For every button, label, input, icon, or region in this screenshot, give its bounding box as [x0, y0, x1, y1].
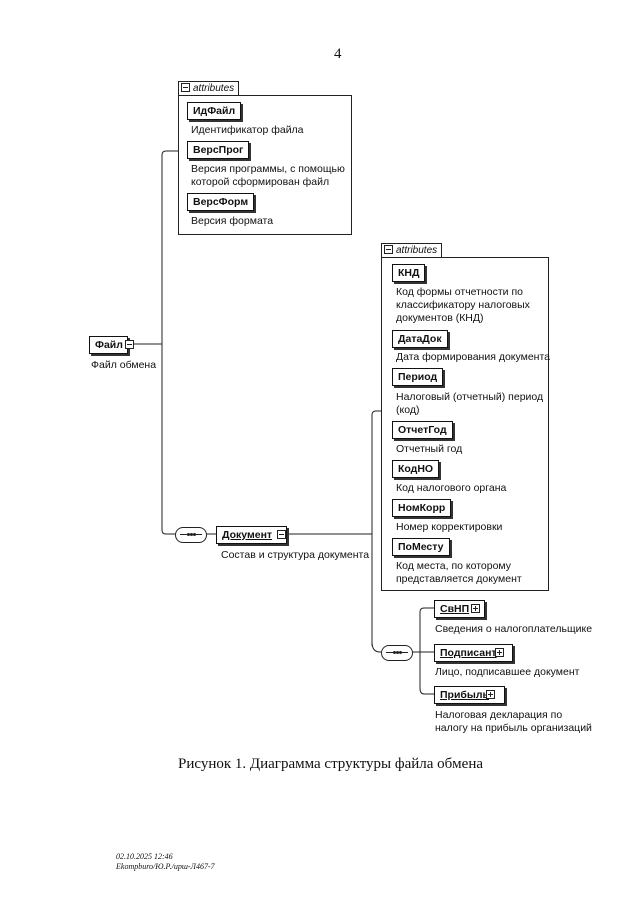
element-otchetgod[interactable]: ОтчетГод: [392, 421, 453, 439]
element-svnp-desc: Сведения о налогоплательщике: [435, 623, 593, 635]
footer-stamp: 02.10.2025 12:46 Ekompburo/Ю.Р./ирш-Л467…: [116, 852, 215, 872]
document-attributes-tab[interactable]: attributes: [381, 243, 443, 258]
element-pomestu[interactable]: ПоМесту: [392, 538, 450, 556]
root-element-desc: Файл обмена: [91, 359, 157, 371]
expand-icon[interactable]: [486, 690, 495, 699]
element-kodno-desc: Код налогового органа: [396, 482, 507, 494]
element-datadok-desc: Дата формирования документа: [396, 351, 551, 363]
file-attributes-box: [178, 95, 352, 235]
element-podpisant-desc: Лицо, подписавшее документ: [435, 666, 580, 678]
element-svnp-label: СвНП: [440, 603, 470, 615]
element-versprog-desc: Версия программы, с помощью которой сфор…: [191, 163, 345, 188]
element-podpisant-label: Подписант: [440, 647, 497, 659]
element-idfile-desc: Идентификатор файла: [191, 124, 304, 136]
file-attributes-tab[interactable]: attributes: [178, 81, 240, 96]
root-element-file[interactable]: Файл: [89, 336, 128, 354]
element-pomestu-desc: Код места, по которому представляется до…: [396, 560, 522, 585]
element-nomkorr-desc: Номер корректировки: [396, 521, 503, 533]
expand-icon[interactable]: [495, 648, 504, 657]
figure-caption: Рисунок 1. Диаграмма структуры файла обм…: [178, 756, 484, 772]
collapse-icon[interactable]: [181, 82, 190, 92]
sequence-compositor-icon[interactable]: [175, 527, 207, 543]
element-datadok[interactable]: ДатаДок: [392, 330, 448, 348]
sequence-compositor-icon[interactable]: [381, 645, 413, 661]
element-versprog[interactable]: ВерсПрог: [187, 141, 250, 159]
element-versform-desc: Версия формата: [191, 215, 274, 227]
collapse-icon[interactable]: [277, 530, 286, 539]
element-pribyl-desc: Налоговая декларация по налогу на прибыл…: [435, 709, 592, 734]
element-period-desc: Налоговый (отчетный) период (код): [396, 391, 544, 416]
element-otchetgod-desc: Отчетный год: [396, 443, 463, 455]
collapse-icon[interactable]: [125, 340, 134, 349]
root-element-label: Файл: [95, 339, 123, 351]
page-number: 4: [334, 46, 342, 62]
element-nomkorr[interactable]: НомКорр: [392, 499, 452, 517]
element-document-desc: Состав и структура документа: [221, 549, 370, 561]
footer-line-1: 02.10.2025 12:46: [116, 852, 173, 861]
element-versform[interactable]: ВерсФорм: [187, 193, 255, 211]
collapse-icon[interactable]: [384, 244, 393, 254]
element-knd-desc: Код формы отчетности по классификатору н…: [396, 286, 530, 324]
attributes-label: attributes: [193, 83, 235, 94]
element-idfile[interactable]: ИдФайл: [187, 102, 242, 120]
element-kodno[interactable]: КодНО: [392, 460, 440, 478]
element-period[interactable]: Период: [392, 368, 444, 386]
element-document[interactable]: Документ: [216, 526, 288, 544]
footer-line-2: Ekompburo/Ю.Р./ирш-Л467-7: [116, 862, 215, 871]
element-knd[interactable]: КНД: [392, 264, 426, 282]
expand-icon[interactable]: [471, 604, 480, 613]
element-podpisant[interactable]: Подписант: [434, 644, 513, 662]
element-pribyl-label: Прибыль: [440, 689, 489, 701]
element-document-label: Документ: [222, 529, 273, 541]
attributes-label: attributes: [396, 245, 438, 256]
